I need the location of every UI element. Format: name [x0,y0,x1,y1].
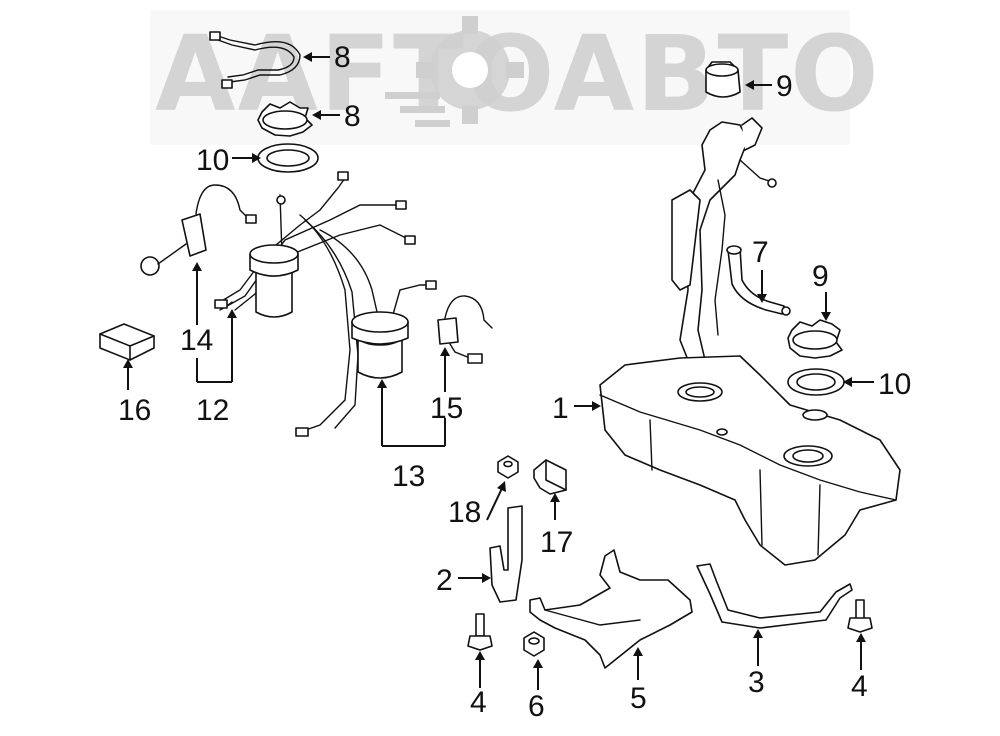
strap-3 [696,563,853,629]
nut-18 [497,455,519,479]
gear-icon [416,16,524,124]
callout-7: 7 [752,236,769,269]
nut-6 [523,631,545,657]
callout-5: 5 [630,682,647,715]
callout-4-right: 4 [851,670,868,703]
callout-labels: 8 9 8 10 14 12 16 15 13 7 9 10 1 nut-sma… [118,41,911,723]
strap-2 [489,505,523,603]
speed-lines-icon [385,92,450,127]
callout-10-right: 9 [812,260,829,293]
heat-shield-5 [529,549,693,669]
callout-2: 2 [436,564,453,597]
callout-8: 8 [334,41,351,74]
seal-right [787,368,845,396]
control-module-16 [99,323,155,361]
vent-hose-7 [726,245,791,316]
callout-12: 12 [196,394,229,427]
fuel-pump-12 [214,171,416,318]
callout-18-number: 18 [448,496,481,529]
leader-lines [123,52,874,690]
seal-upper [257,143,319,173]
bolt-4-left [467,613,493,651]
callout-16: 16 [118,394,151,427]
fuel-sender-13 [295,214,437,437]
filler-cap-9 [705,61,741,98]
bolt-4-right [847,599,873,633]
callout-1: 1 [552,392,569,425]
connector-harness-15 [437,295,493,364]
callout-4-left: 4 [470,686,487,719]
level-sensor-14 [140,184,257,276]
filler-neck [671,117,777,366]
lock-ring-right [787,319,843,359]
bracket-17 [533,459,567,495]
callout-10-upper: 8 [344,100,361,133]
callout-9: 9 [776,70,793,103]
callout-17-number: 17 [540,526,573,559]
callout-14: 14 [180,324,213,357]
callout-13: 13 [392,460,425,493]
wiring-harness-8 [209,31,301,89]
callout-6: 6 [528,690,545,723]
lock-ring-upper [257,101,313,137]
callout-3: 3 [748,666,765,699]
callout-11-right: 10 [878,368,911,401]
fuel-tank-1 [599,355,901,566]
callout-11-upper: 10 [196,144,229,177]
callout-15: 15 [430,392,463,425]
